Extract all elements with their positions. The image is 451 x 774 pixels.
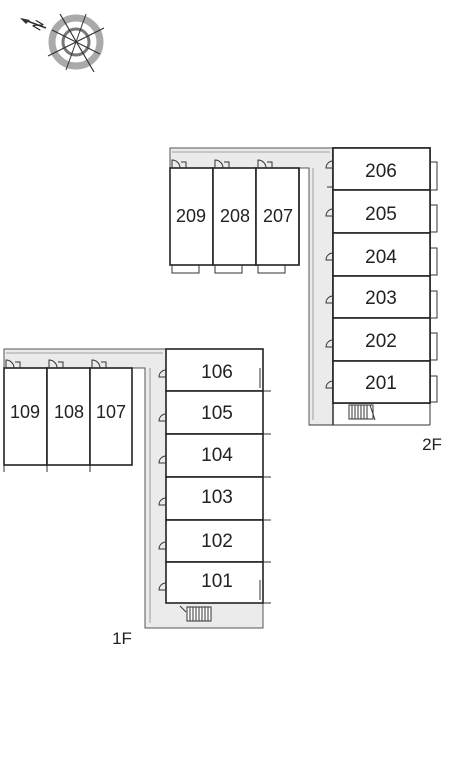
unit-102[interactable] (165, 519, 264, 563)
unit-label-205: 205 (365, 204, 397, 225)
unit-106[interactable] (165, 348, 264, 392)
unit-label-102: 102 (201, 531, 233, 552)
unit-label-209: 209 (176, 206, 206, 226)
unit-101[interactable] (165, 561, 264, 604)
door-icons-2f-north (171, 159, 273, 169)
unit-205[interactable] (332, 189, 431, 234)
unit-label-109: 109 (10, 402, 40, 422)
stairs-icon-1f (179, 605, 212, 622)
door-icons-1f-east (158, 369, 167, 591)
unit-label-207: 207 (263, 206, 293, 226)
floor-1f: 106 105 104 103 102 101 (3, 348, 271, 648)
unit-label-101: 101 (201, 571, 233, 592)
balcony-icons-1f (259, 368, 271, 604)
unit-label-104: 104 (201, 445, 233, 466)
unit-206[interactable] (332, 147, 431, 191)
floor-label-2f: 2F (422, 435, 442, 454)
stairs-icon (348, 404, 376, 421)
unit-202[interactable] (332, 317, 431, 362)
unit-108[interactable] (46, 367, 91, 466)
unit-label-105: 105 (201, 403, 233, 424)
floor-2f: 206 205 204 203 202 201 2 (169, 147, 442, 454)
unit-208[interactable] (212, 167, 257, 266)
unit-label-106: 106 (201, 362, 233, 383)
unit-104[interactable] (165, 433, 264, 478)
unit-label-202: 202 (365, 331, 397, 352)
unit-label-206: 206 (365, 161, 397, 182)
unit-label-201: 201 (365, 373, 397, 394)
unit-label-203: 203 (365, 288, 397, 309)
balcony-icons-2f (430, 161, 438, 403)
balcony-icons-1f-north (3, 465, 91, 472)
door-icons-2f-east (325, 160, 334, 389)
north-compass-icon: N (20, 13, 105, 73)
balcony-icons-2f-north (171, 265, 286, 274)
door-icons-1f-north (5, 359, 107, 369)
unit-label-107: 107 (96, 402, 126, 422)
unit-105[interactable] (165, 390, 264, 435)
unit-209[interactable] (169, 167, 214, 266)
floor-label-1f: 1F (112, 629, 132, 648)
compass-north-label: N (29, 17, 47, 33)
unit-207[interactable] (255, 167, 300, 266)
unit-107[interactable] (89, 367, 133, 466)
unit-201[interactable] (332, 360, 431, 404)
unit-label-208: 208 (220, 206, 250, 226)
unit-label-103: 103 (201, 487, 233, 508)
unit-label-108: 108 (54, 402, 84, 422)
unit-204[interactable] (332, 232, 431, 277)
unit-label-204: 204 (365, 247, 397, 268)
